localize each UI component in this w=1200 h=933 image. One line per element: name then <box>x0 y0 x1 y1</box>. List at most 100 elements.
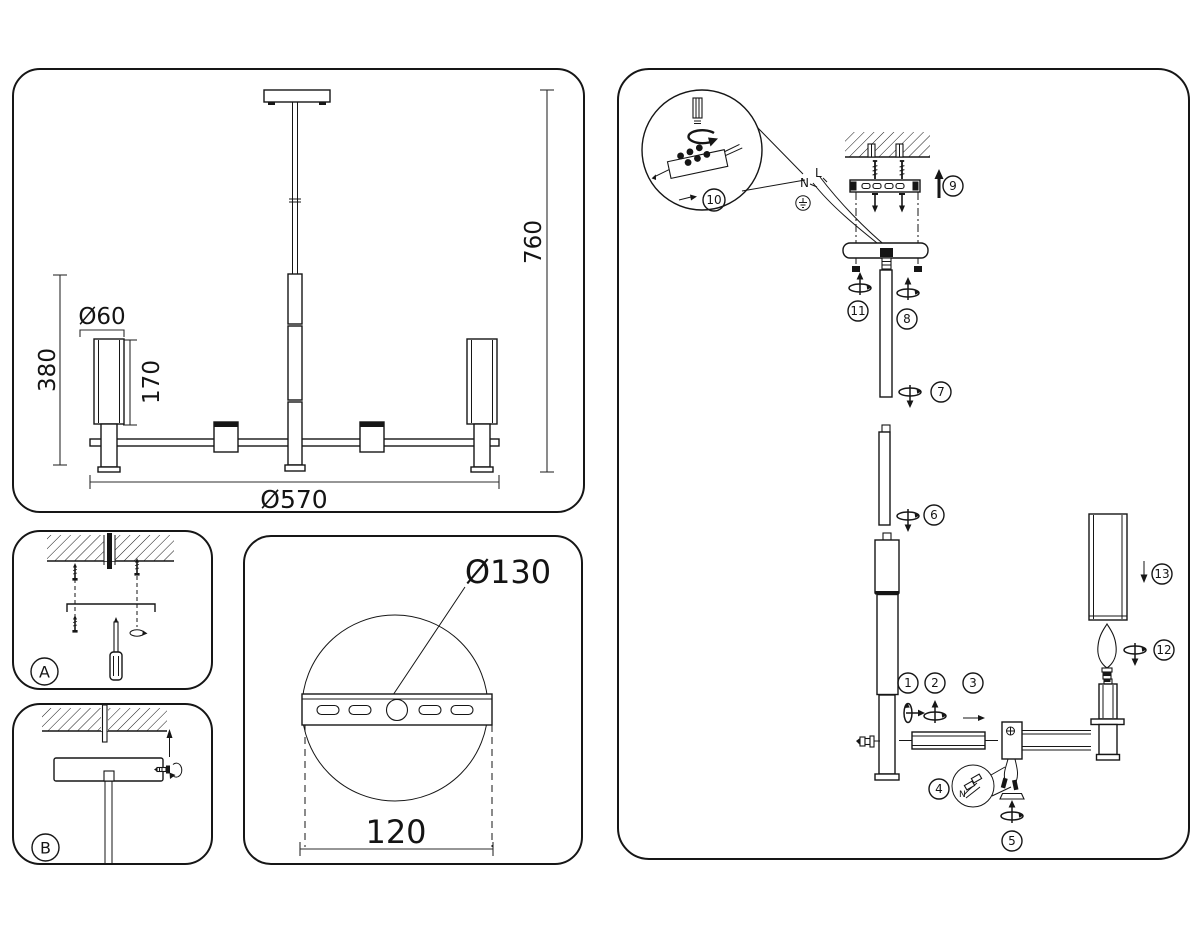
step-badge: 11 <box>847 300 869 322</box>
ceiling-plate <box>263 89 331 103</box>
supply-wire <box>819 176 888 248</box>
step-badge: 2 <box>924 672 946 694</box>
svg-text:5: 5 <box>1008 834 1016 848</box>
bracket-detail-drawing: Ø130 120 <box>299 553 551 856</box>
lamp-arm <box>1022 730 1091 751</box>
leader-line <box>392 586 466 696</box>
svg-text:2: 2 <box>931 676 939 690</box>
install-step-a-panel: A <box>12 530 213 690</box>
candle-bulb <box>1097 622 1117 682</box>
right-shade <box>466 338 498 473</box>
step-badge: 9 <box>942 175 964 197</box>
rotation-icon <box>923 699 948 724</box>
threaded-pipe <box>107 533 112 569</box>
screw-icon <box>871 160 879 180</box>
svg-text:A: A <box>39 663 50 682</box>
strain-relief <box>880 248 893 257</box>
wire-ferrule <box>692 97 703 124</box>
dim-shade-diameter: Ø60 <box>78 304 125 330</box>
chandelier-dimension-drawing: Ø60 380 170 760 Ø570 <box>35 89 554 511</box>
screw-icon <box>898 160 906 180</box>
dimension-drawing-panel: Ø60 380 170 760 Ø570 <box>12 68 585 513</box>
wire-neutral-label: N <box>800 176 809 190</box>
dim-fixture-height: 380 <box>35 348 61 392</box>
mid-socket-right <box>359 421 385 453</box>
bracket-detail-panel: Ø130 120 <box>243 535 583 865</box>
side-screw-icon <box>154 765 170 774</box>
dim-overall-height: 760 <box>521 220 547 264</box>
left-shade <box>93 338 125 473</box>
slide-arrow-icon <box>963 715 985 721</box>
rotation-icon <box>896 508 921 533</box>
stem-rod-lower <box>874 532 900 781</box>
step-badge: 3 <box>962 672 984 694</box>
screwdriver-icon <box>109 617 123 681</box>
screw-up-arrow-icon <box>934 169 944 198</box>
dim-overall-diameter: Ø570 <box>260 485 327 511</box>
screw-icon <box>71 562 79 582</box>
svg-text:11: 11 <box>850 304 865 318</box>
canopy-screw-icon <box>872 193 878 213</box>
lamp-wire <box>1003 758 1009 781</box>
stem-rod-upper <box>879 269 893 398</box>
dimension-lines <box>53 89 554 489</box>
ground-icon <box>795 195 811 211</box>
threaded-pipe <box>101 705 108 743</box>
step-badge: 12 <box>1153 639 1175 661</box>
terminal-block <box>651 143 743 181</box>
step-badge: 13 <box>1151 563 1173 585</box>
exploded-assembly-drawing: 10 N L 11 8 7 <box>641 89 1175 852</box>
mid-socket-left <box>213 421 239 453</box>
spacing-dimension <box>299 842 494 856</box>
step-badge: 7 <box>930 381 952 403</box>
chandelier-outline <box>89 89 500 473</box>
center-stem <box>287 401 303 466</box>
canopy-screw-icon <box>899 193 905 213</box>
install-step-b-panel: B <box>12 703 213 865</box>
screw-icon <box>71 614 79 634</box>
svg-text:B: B <box>40 839 51 858</box>
ceiling-hatch <box>47 533 174 569</box>
junction-box <box>1000 721 1023 791</box>
dim-mount-spacing: 120 <box>365 813 426 851</box>
wire-live-label: L <box>815 166 822 180</box>
step-b-drawing: B <box>31 705 183 863</box>
nut <box>914 266 922 272</box>
rotation-icon <box>169 762 183 779</box>
lamp-socket <box>1090 678 1125 761</box>
canopy <box>53 757 164 863</box>
insert-arrow-icon <box>678 194 697 201</box>
rotation-icon <box>896 276 921 301</box>
wire-connect-balloon: N <box>951 764 1012 808</box>
svg-text:9: 9 <box>949 179 957 193</box>
cover-plate <box>999 792 1025 800</box>
svg-text:4: 4 <box>935 782 943 796</box>
rotation-icon <box>898 384 923 409</box>
step-badge: 5 <box>1001 830 1023 852</box>
mounting-bracket <box>66 603 156 612</box>
assembly-panel: 10 N L 11 8 7 <box>617 68 1190 860</box>
svg-text:12: 12 <box>1156 643 1171 657</box>
step-a-badge: A <box>30 657 59 686</box>
rotation-arrow-icon <box>687 129 718 147</box>
svg-text:13: 13 <box>1154 567 1169 581</box>
center-hole <box>385 698 409 722</box>
svg-text:1: 1 <box>904 676 912 690</box>
step-b-badge: B <box>31 833 60 862</box>
rotation-icon <box>1000 799 1025 824</box>
canopy <box>842 242 929 272</box>
step-badge: 4 <box>928 778 950 800</box>
svg-text:8: 8 <box>903 312 911 326</box>
joint-bolt <box>856 735 880 748</box>
mounting-bracket-plate <box>301 693 493 726</box>
lamp-wire <box>1014 758 1019 783</box>
step-badge: 6 <box>923 504 945 526</box>
svg-text:6: 6 <box>930 508 938 522</box>
ceiling-hatch <box>42 705 167 743</box>
dim-canopy-diameter: Ø130 <box>465 553 551 591</box>
svg-text:7: 7 <box>937 385 945 399</box>
terminal-detail-balloon: 10 <box>641 89 806 212</box>
svg-text:3: 3 <box>969 676 977 690</box>
glass-shade <box>1088 513 1128 621</box>
rotation-icon <box>848 271 873 296</box>
